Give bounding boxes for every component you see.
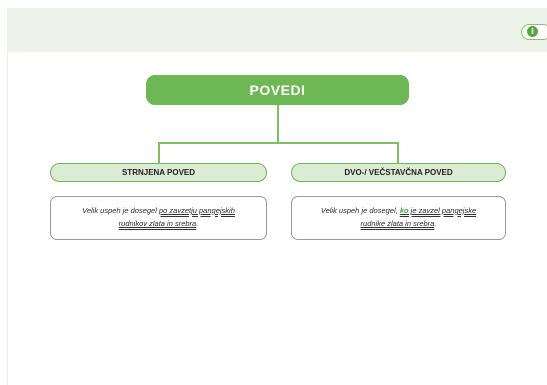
highlighted-conjunction: ko [399,206,409,215]
example-box-strnjena: Velik uspeh je dosegel po zavzetju pange… [50,196,267,240]
root-node: POVEDI [146,75,409,105]
connector-trunk [277,105,279,143]
underlined-phrase: je zavzel pangejske [408,206,477,215]
content-area [7,52,547,385]
example-box-vecstavcna: Velik uspeh je dosegel, ko je zavzel pan… [291,196,506,240]
underlined-phrase: rudnikov zlata in srebra [118,218,197,228]
branch-vecstavcna-poved: DVO-/ VEČSTAVČNA POVED [291,163,506,182]
info-icon: i [527,26,538,37]
branch-strnjena-poved: STRNJENA POVED [50,163,267,182]
example-text: . [434,218,437,228]
underlined-phrase: rudnike zlata in srebra [360,218,435,228]
connector-crossbar [158,142,399,144]
example-text: Velik uspeh je dosegel [82,206,159,215]
example-text: . [196,218,199,228]
header-band [7,8,547,52]
example-text: Velik uspeh je dosegel, [320,206,400,215]
underlined-phrase: po zavzetju pangejskih [158,206,235,215]
connector-left-drop [158,142,160,164]
info-button[interactable]: i [521,24,547,40]
connector-right-drop [397,142,399,164]
